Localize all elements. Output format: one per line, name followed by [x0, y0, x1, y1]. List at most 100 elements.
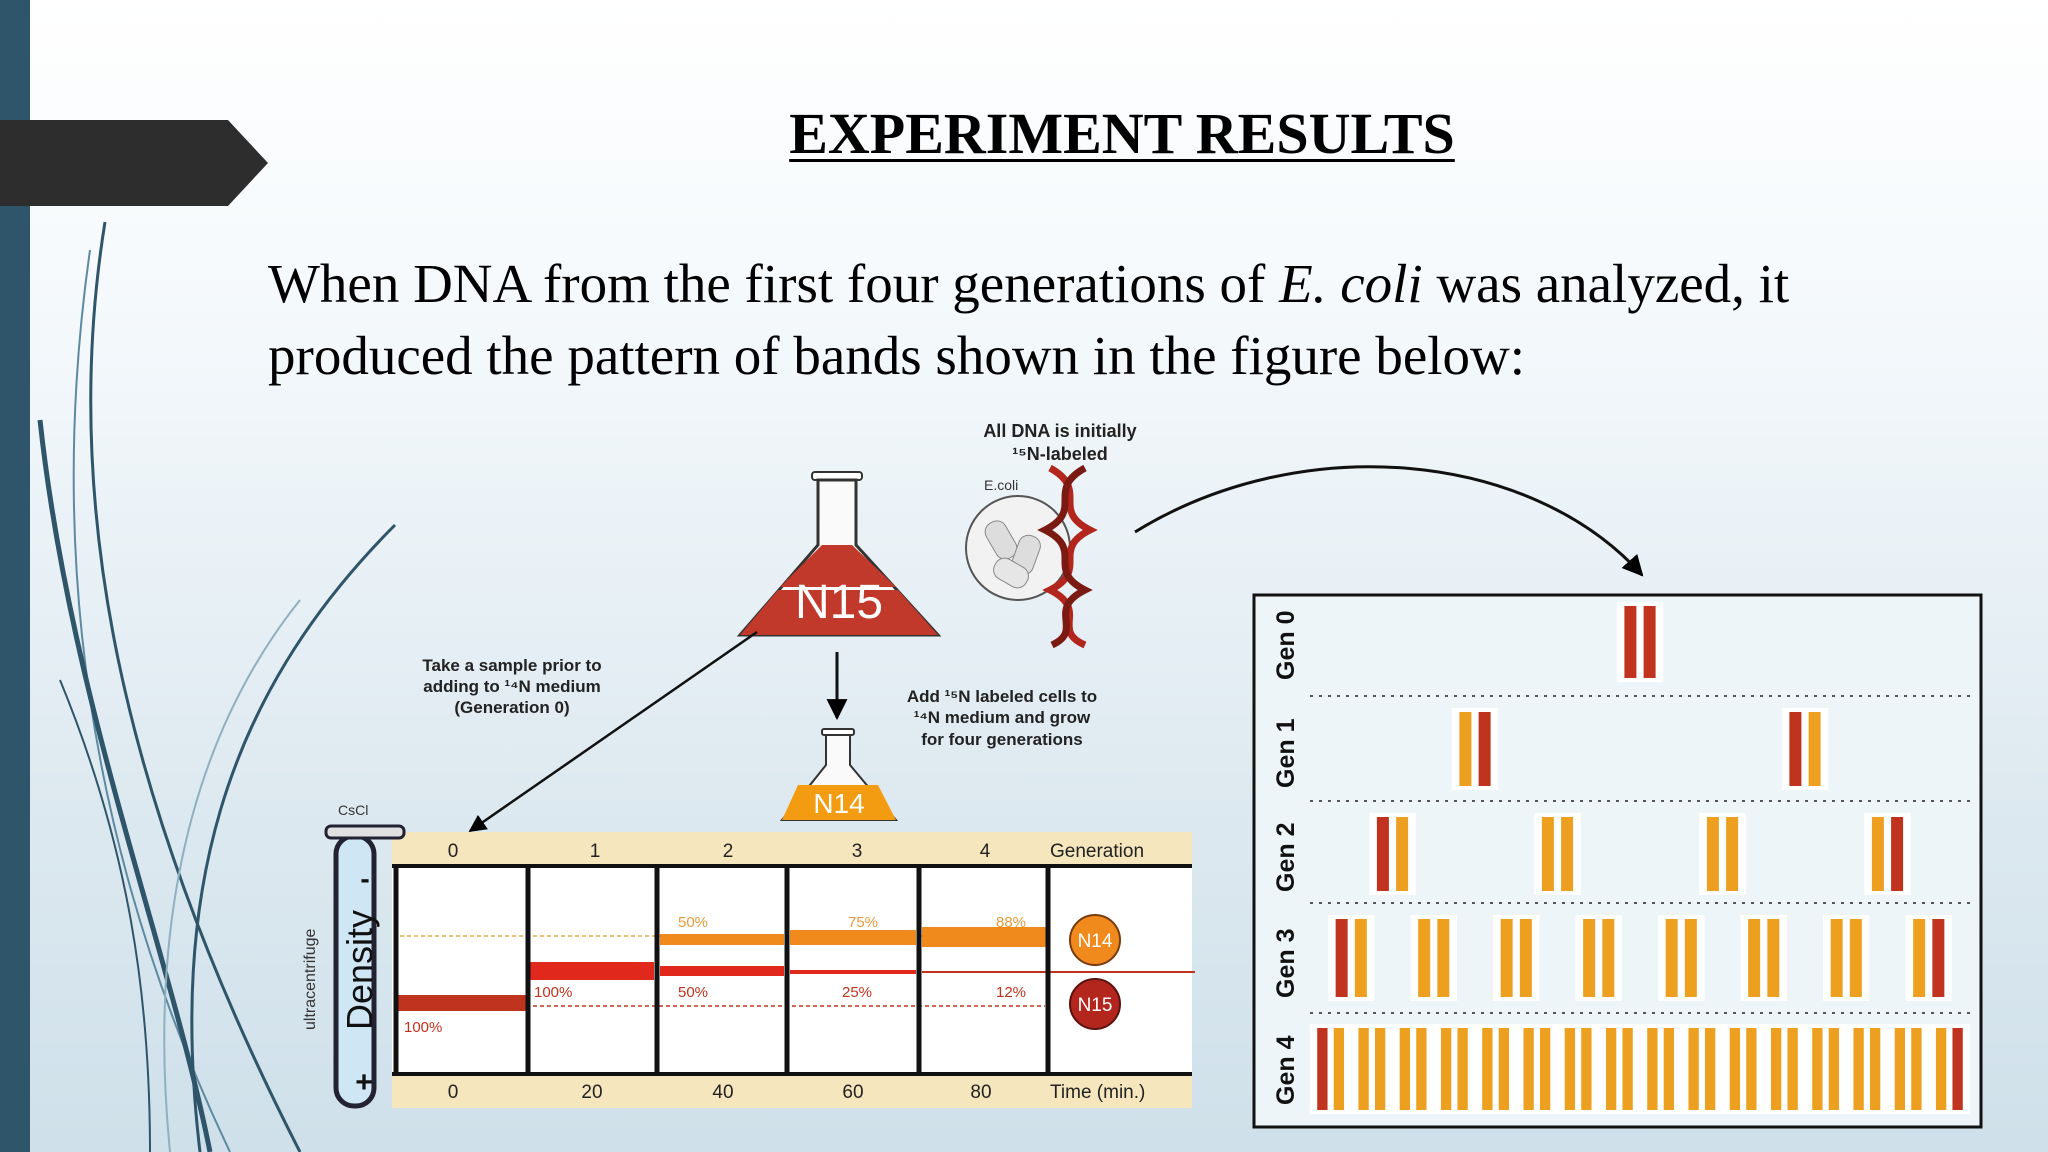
light-strand: [1440, 1028, 1452, 1110]
minus-sign: -: [360, 863, 369, 894]
light-strand: [1665, 919, 1678, 997]
time-label-4: 80: [970, 1082, 991, 1103]
light-strand: [1622, 1028, 1633, 1110]
gel-strands: [1310, 602, 1970, 1114]
heavy-strand: [1891, 817, 1904, 891]
gel-molecule-bg: [1534, 813, 1581, 895]
sample-note-line3: (Generation 0): [454, 698, 569, 717]
time-label-0: 0: [448, 1082, 459, 1103]
gel-molecule-bg: [1557, 1024, 1599, 1114]
light-strand: [1787, 1028, 1798, 1110]
centrifuge-panel: CsCl - + Density ultracentrifuge 0 1 2 3…: [302, 802, 1195, 1109]
gel-molecule-bg: [1681, 1024, 1723, 1114]
light-strand: [1333, 1028, 1345, 1110]
gel-molecule-bg: [1658, 915, 1705, 1001]
body-text-part2: was analyzed, it produced the pattern of…: [268, 253, 1790, 386]
initial-label-line2: ¹⁵N-labeled: [1012, 444, 1107, 464]
flask-n14-label: N14: [813, 788, 864, 819]
plus-sign: +: [355, 1066, 373, 1099]
light-strand: [1869, 1028, 1881, 1110]
light-strand: [1374, 1028, 1386, 1110]
gel-molecule-bg: [1392, 1024, 1434, 1114]
light-strand: [1706, 817, 1719, 891]
light-strand: [1871, 817, 1884, 891]
add-note-line1: Add ¹⁵N labeled cells to: [907, 687, 1097, 706]
light-strand: [1602, 919, 1615, 997]
light-strand: [1482, 1028, 1493, 1110]
body-text-organism: E. coli: [1279, 253, 1423, 314]
gen-row-4: Gen 4: [1272, 1035, 1300, 1105]
ultracentrifuge-label: ultracentrifuge: [302, 929, 319, 1030]
gen-row-0: Gen 0: [1272, 611, 1300, 680]
legend-n14-label: N14: [1078, 931, 1113, 952]
gel-molecule-bg: [1740, 915, 1787, 1001]
gel-molecule-bg: [1328, 915, 1375, 1001]
gel-molecule-bg: [1805, 1024, 1847, 1114]
light-strand: [1647, 1028, 1658, 1110]
light-strand: [1767, 919, 1780, 997]
time-label-3: 60: [842, 1082, 863, 1103]
light-strand: [1663, 1028, 1675, 1110]
light-strand: [1416, 1028, 1427, 1110]
light-strand: [1849, 919, 1862, 997]
light-strand: [1808, 712, 1821, 786]
time-header: Time (min.): [1050, 1082, 1145, 1103]
heavy-strand: [1624, 606, 1637, 678]
light-strand: [1396, 817, 1409, 891]
light-strand: [1437, 919, 1450, 997]
gen-label-0: 0: [448, 841, 459, 862]
light-strand: [1541, 817, 1554, 891]
ecoli-label: E.coli: [984, 477, 1018, 493]
generation-gel-panel: Gen 0 Gen 1 Gen 2 Gen 3 Gen 4: [1252, 593, 1983, 1129]
gel-molecule-bg: [1864, 813, 1911, 895]
light-strand: [1457, 1028, 1468, 1110]
light-strand: [1935, 1028, 1947, 1110]
ecoli-dna-icon: E.coli: [965, 464, 1098, 649]
n14-flask: N14: [779, 728, 899, 821]
time-label-2: 40: [712, 1082, 733, 1103]
light-strand: [1358, 1028, 1369, 1110]
gen-row-1: Gen 1: [1272, 718, 1300, 788]
gel-molecule-bg: [1516, 1024, 1558, 1114]
slide-title-text: EXPERIMENT RESULTS: [789, 101, 1455, 166]
time-label-1: 20: [581, 1082, 602, 1103]
slide-body-text: When DNA from the first four generations…: [268, 248, 1968, 392]
gel-molecule-bg: [1433, 1024, 1475, 1114]
heavy-strand: [1335, 919, 1348, 997]
light-strand: [1746, 1028, 1757, 1110]
gen-label-2: 2: [723, 841, 734, 862]
gel-molecule-bg: [1722, 1024, 1764, 1114]
gel-molecule-bg: [1781, 708, 1829, 790]
flask-n15-label: N15: [795, 576, 883, 629]
gel-molecule-bg: [1905, 915, 1952, 1001]
gel-molecule-bg: [1493, 915, 1540, 1001]
add-note-line2: ¹⁴N medium and grow: [914, 708, 1091, 727]
light-strand: [1418, 919, 1431, 997]
gel-molecule-bg: [1699, 813, 1746, 895]
heavy-strand: [1317, 1028, 1328, 1110]
cscl-label: CsCl: [338, 802, 368, 818]
gel-molecule-bg: [1616, 602, 1664, 682]
gel-molecule-bg: [1410, 915, 1457, 1001]
light-strand: [1911, 1028, 1922, 1110]
light-strand: [1828, 1028, 1840, 1110]
gen-row-3: Gen 3: [1272, 929, 1300, 998]
gen-label-1: 1: [590, 841, 601, 862]
sample-note-line2: adding to ¹⁴N medium: [423, 677, 600, 696]
gel-molecule-bg: [1928, 1024, 1970, 1114]
gel-molecule-bg: [1763, 1024, 1805, 1114]
gel-molecule-bg: [1598, 1024, 1640, 1114]
light-strand: [1688, 1028, 1699, 1110]
light-strand: [1583, 919, 1596, 997]
gel-molecule-bg: [1351, 1024, 1393, 1114]
light-strand: [1500, 919, 1513, 997]
light-strand: [1605, 1028, 1617, 1110]
light-strand: [1704, 1028, 1716, 1110]
pct-g2-hybrid: 50%: [678, 984, 708, 1001]
curved-arrow: [1134, 465, 1644, 577]
body-text-part1: When DNA from the first four generations…: [268, 253, 1280, 314]
legend-n15-circle: [1069, 978, 1121, 1030]
light-strand: [1729, 1028, 1741, 1110]
pct-g2-light: 50%: [678, 914, 708, 931]
